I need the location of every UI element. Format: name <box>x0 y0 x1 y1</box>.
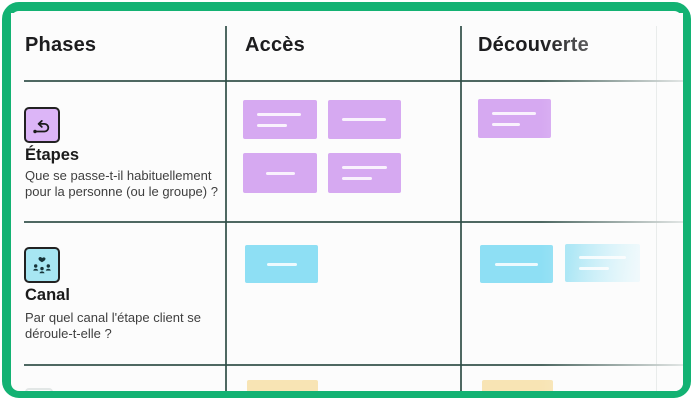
sticky-note[interactable] <box>328 153 401 193</box>
note-text-placeholder <box>492 122 520 126</box>
column-divider <box>225 26 227 391</box>
sticky-note[interactable] <box>247 380 318 391</box>
note-text-placeholder <box>342 166 387 169</box>
column-header-acces[interactable]: Accès <box>245 34 305 56</box>
row-divider <box>24 364 683 366</box>
row-title-etapes: Étapes <box>25 146 80 164</box>
note-text-placeholder <box>342 177 372 180</box>
sticky-note[interactable] <box>243 153 317 193</box>
row-divider <box>24 221 683 223</box>
note-text-placeholder <box>257 112 301 116</box>
sticky-note[interactable] <box>478 99 551 138</box>
sticky-note[interactable] <box>243 100 317 139</box>
column-header-phases: Phases <box>25 34 97 56</box>
right-edge-fade <box>541 13 683 391</box>
board-content: Phases Accès Découverte Étapes Que se pa… <box>11 13 683 391</box>
column-divider <box>460 26 462 391</box>
sticky-note[interactable] <box>328 100 401 139</box>
row-description-etapes: Que se passe-t-il habituellement pour la… <box>25 168 218 199</box>
sticky-note[interactable] <box>565 244 640 282</box>
people-heart-icon <box>24 247 60 283</box>
sticky-note[interactable] <box>480 245 553 283</box>
note-text-placeholder <box>492 111 536 115</box>
sticky-note[interactable] <box>245 245 318 283</box>
note-text-placeholder <box>266 262 297 266</box>
route-steps-icon <box>24 107 60 143</box>
column-header-decouverte[interactable]: Découverte <box>478 34 589 56</box>
header-divider <box>24 80 683 82</box>
row-description-canal: Par quel canal l'étape client se déroule… <box>25 310 201 341</box>
note-text-placeholder <box>579 267 609 270</box>
note-text-placeholder <box>495 262 538 266</box>
row-icon-partial <box>25 388 53 391</box>
note-text-placeholder <box>342 118 386 121</box>
row-title-canal: Canal <box>25 286 70 304</box>
note-text-placeholder <box>257 123 287 127</box>
note-text-placeholder <box>579 256 626 259</box>
note-text-placeholder <box>265 171 295 175</box>
sticky-note[interactable] <box>482 380 553 391</box>
